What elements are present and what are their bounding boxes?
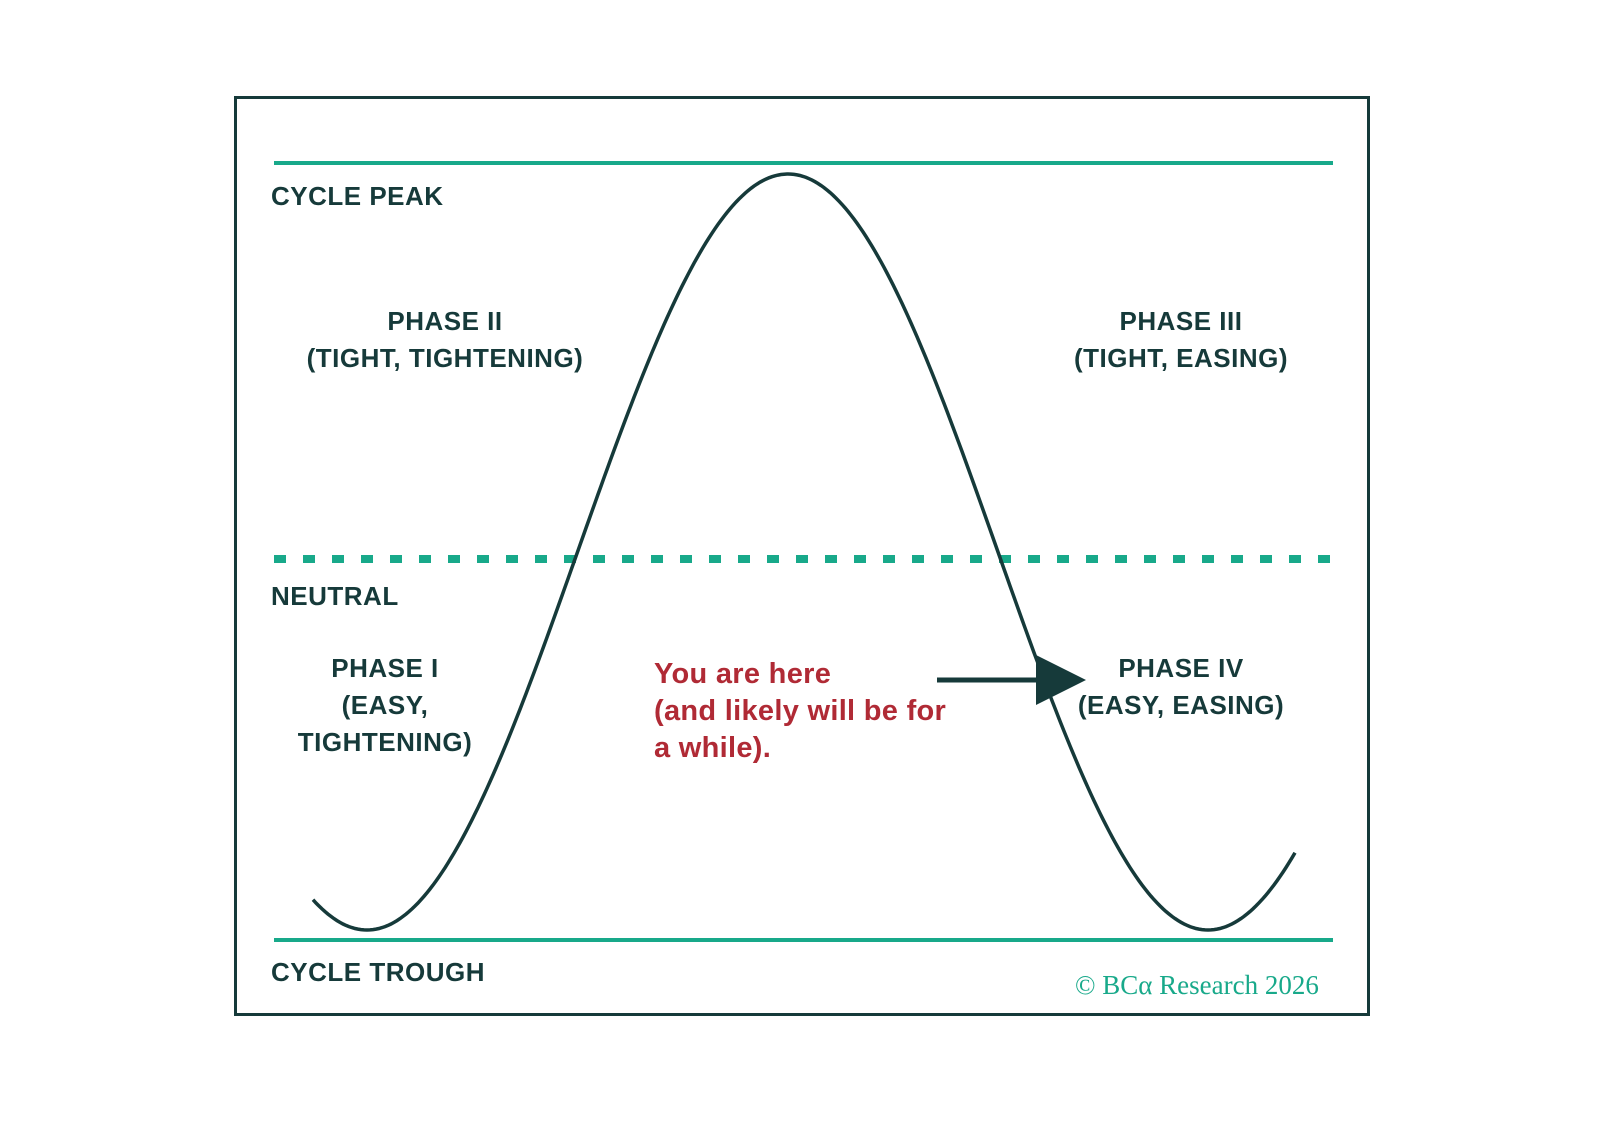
phase-4-title: PHASE IV <box>1118 653 1244 683</box>
phase-1-label: PHASE I (EASY, TIGHTENING) <box>280 650 490 761</box>
annotation-line-1: You are here <box>654 658 832 690</box>
phase-2-label: PHASE II (TIGHT, TIGHTENING) <box>285 303 605 377</box>
phase-3-label: PHASE III (TIGHT, EASING) <box>1061 303 1301 377</box>
phase-1-description-line-1: (EASY, <box>341 690 429 720</box>
phase-4-label: PHASE IV (EASY, EASING) <box>1061 650 1301 724</box>
annotation-line-2: (and likely will be for <box>654 695 947 727</box>
you-are-here-annotation: You are here (and likely will be for a w… <box>654 656 946 767</box>
phase-2-description: (TIGHT, TIGHTENING) <box>306 343 584 373</box>
phase-2-title: PHASE II <box>387 306 503 336</box>
phase-3-title: PHASE III <box>1119 306 1243 336</box>
phase-4-description: (EASY, EASING) <box>1077 690 1285 720</box>
neutral-label: NEUTRAL <box>271 581 399 611</box>
copyright-credit: © BCα Research 2026 <box>1075 970 1319 1000</box>
phase-3-description: (TIGHT, EASING) <box>1073 343 1289 373</box>
phase-1-description-line-2: TIGHTENING) <box>297 727 473 757</box>
diagram-frame <box>234 96 1370 1016</box>
cycle-peak-label: CYCLE PEAK <box>271 181 444 211</box>
annotation-line-3: a while). <box>654 732 772 764</box>
phase-1-title: PHASE I <box>331 653 439 683</box>
cycle-curve <box>311 172 1297 932</box>
cycle-trough-label: CYCLE TROUGH <box>271 957 485 987</box>
